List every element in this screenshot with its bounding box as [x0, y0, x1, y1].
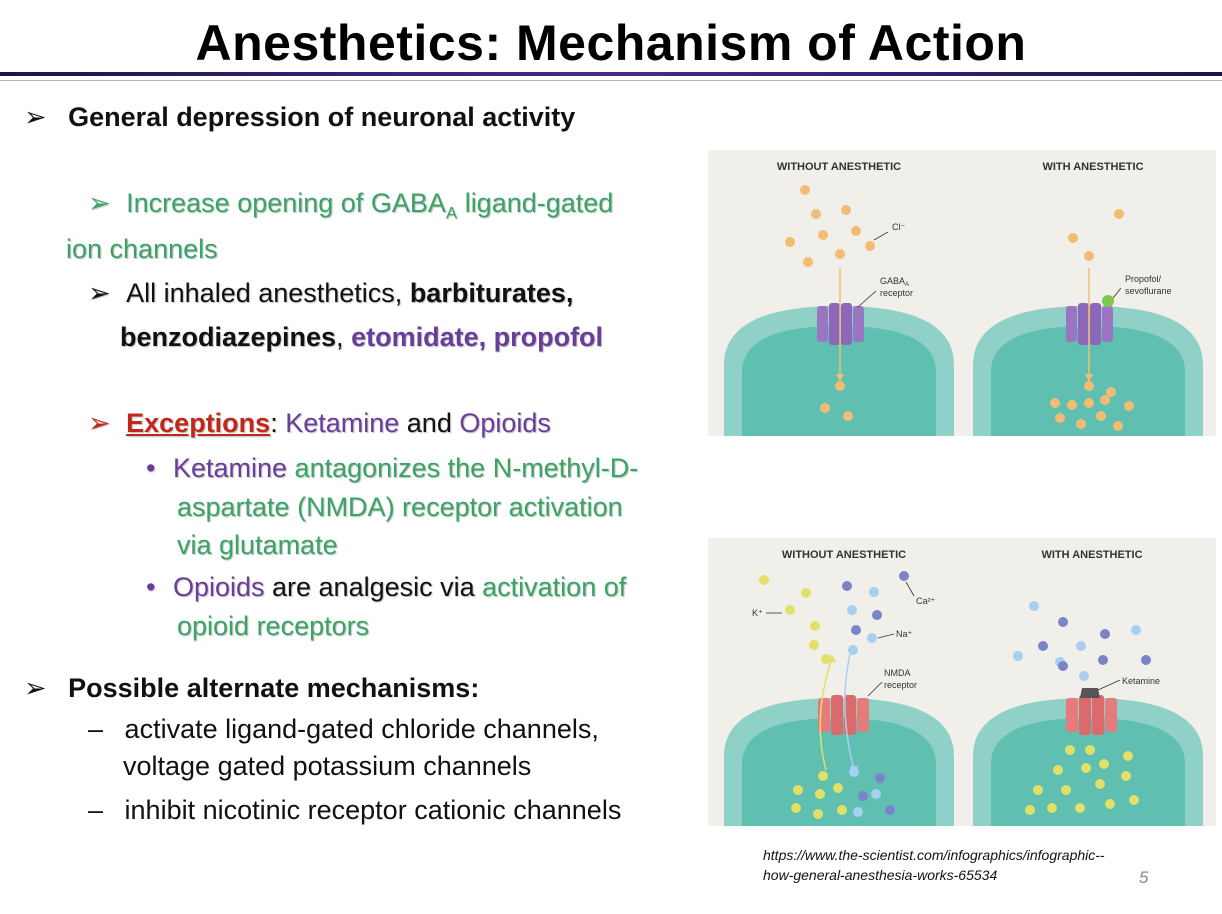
- figure-nmda-receptor: WITHOUT ANESTHETIC WITH ANESTHETIC: [708, 538, 1216, 826]
- bullet-opioids-cont: opioid receptors: [177, 611, 370, 641]
- arrowhead-icon: [1085, 374, 1093, 382]
- gaba-diagram: WITHOUT ANESTHETIC WITH ANESTHETIC: [724, 161, 1203, 436]
- nmda-receptor-label-2: receptor: [884, 680, 917, 690]
- bullet-gaba-cont: ion channels: [66, 234, 218, 264]
- potassium-ions-right: [1025, 745, 1139, 815]
- bullet-alt-1: – activate ligand-gated chloride channel…: [88, 714, 599, 744]
- neuron-cell-left-inner: [742, 326, 936, 436]
- source-url-line-2: how-general-anesthesia-works-65534: [763, 867, 998, 883]
- sodium-ions-right: [1013, 601, 1141, 681]
- calcium-label: Ca²⁺: [916, 596, 936, 606]
- nmda-left-heading: WITHOUT ANESTHETIC: [782, 549, 906, 561]
- dot-bullet-icon: •: [146, 572, 156, 602]
- bullet-gaba: ➢ Increase opening of GABAA ligand-gated: [88, 188, 614, 223]
- chloride-label: Cl⁻: [892, 222, 905, 232]
- nmda-receptor-label: NMDA: [884, 668, 911, 678]
- sodium-flow-arrow: [844, 653, 855, 771]
- bullet-general-depression: ➢ General depression of neuronal activit…: [24, 102, 576, 133]
- title-divider-thin: [0, 80, 1222, 81]
- bullet-alt-1-cont: voltage gated potassium channels: [123, 751, 532, 781]
- arrow-bullet-icon: ➢: [24, 673, 47, 704]
- gaba-receptor-label-2: receptor: [880, 288, 913, 298]
- propofol-molecule-icon: [1102, 295, 1114, 307]
- gaba-receptor-left: [817, 303, 864, 345]
- arrow-bullet-icon: ➢: [24, 102, 47, 133]
- label-leader: [905, 581, 915, 597]
- arrow-bullet-icon: ➢: [88, 408, 111, 439]
- label-leader: [873, 231, 889, 241]
- dash-bullet-icon: –: [88, 795, 104, 825]
- sodium-label: Na⁺: [896, 629, 913, 639]
- label-leader: [867, 681, 883, 697]
- chloride-ions-left: [785, 185, 875, 421]
- neuron-cell-left-inner: [742, 718, 936, 826]
- bullet-ketamine: • Ketamine antagonizes the N-methyl-D-: [146, 453, 639, 483]
- arrow-bullet-icon: ➢: [88, 278, 111, 309]
- bullet-ketamine-cont1: aspartate (NMDA) receptor activation: [177, 492, 623, 522]
- neuron-cell-right-inner: [991, 326, 1185, 436]
- gaba-receptor-label: GABAA: [880, 276, 909, 288]
- potassium-ions-left: [759, 575, 847, 819]
- label-leader: [1097, 679, 1121, 691]
- nmda-diagram: WITHOUT ANESTHETIC WITH ANESTHETIC: [724, 549, 1203, 826]
- arrowhead-icon: [836, 374, 844, 382]
- potassium-flow-arrow: [819, 657, 833, 771]
- bullet-exceptions: ➢ Exceptions: Ketamine and Opioids: [88, 408, 551, 439]
- label-leader: [877, 633, 895, 639]
- ketamine-label: Ketamine: [1122, 676, 1160, 686]
- propofol-label-2: sevoflurane: [1125, 286, 1172, 296]
- propofol-label: Propofol/: [1125, 274, 1162, 284]
- chloride-ions-right: [1050, 209, 1134, 431]
- gaba-left-heading: WITHOUT ANESTHETIC: [777, 161, 901, 173]
- dot-bullet-icon: •: [146, 453, 156, 483]
- ketamine-molecule-icon: [1080, 688, 1100, 698]
- calcium-ions-right: [1038, 617, 1151, 671]
- slide-title: Anesthetics: Mechanism of Action: [195, 15, 1027, 71]
- arrow-bullet-icon: ➢: [88, 188, 111, 219]
- bullet-inhaled: ➢ All inhaled anesthetics, barbiturates,: [88, 278, 574, 309]
- calcium-ions-left: [842, 571, 909, 815]
- label-leader: [1112, 287, 1122, 299]
- bullet-opioids: • Opioids are analgesic via activation o…: [146, 572, 627, 602]
- source-citation: https://www.the-scientist.com/infographi…: [763, 845, 1105, 885]
- dash-bullet-icon: –: [88, 714, 104, 744]
- label-leader: [857, 290, 877, 308]
- gaba-right-heading: WITH ANESTHETIC: [1042, 161, 1143, 173]
- page-number: 5: [1139, 868, 1149, 887]
- figure-gaba-receptor: WITHOUT ANESTHETIC WITH ANESTHETIC: [708, 150, 1216, 436]
- bullet-inhaled-cont: benzodiazepines, etomidate, propofol: [120, 322, 604, 352]
- potassium-label: K⁺: [752, 608, 763, 618]
- bullet-ketamine-cont2: via glutamate: [177, 530, 338, 560]
- nmda-receptor-right: [1066, 695, 1117, 735]
- gaba-receptor-right: [1066, 303, 1113, 345]
- source-url-line-1: https://www.the-scientist.com/infographi…: [763, 847, 1105, 863]
- bullet-alt-2: – inhibit nicotinic receptor cationic ch…: [88, 795, 622, 825]
- bullet-alternate: ➢ Possible alternate mechanisms:: [24, 673, 480, 704]
- nmda-right-heading: WITH ANESTHETIC: [1041, 549, 1142, 561]
- title-divider: [0, 72, 1222, 76]
- sodium-ions-left: [847, 587, 881, 817]
